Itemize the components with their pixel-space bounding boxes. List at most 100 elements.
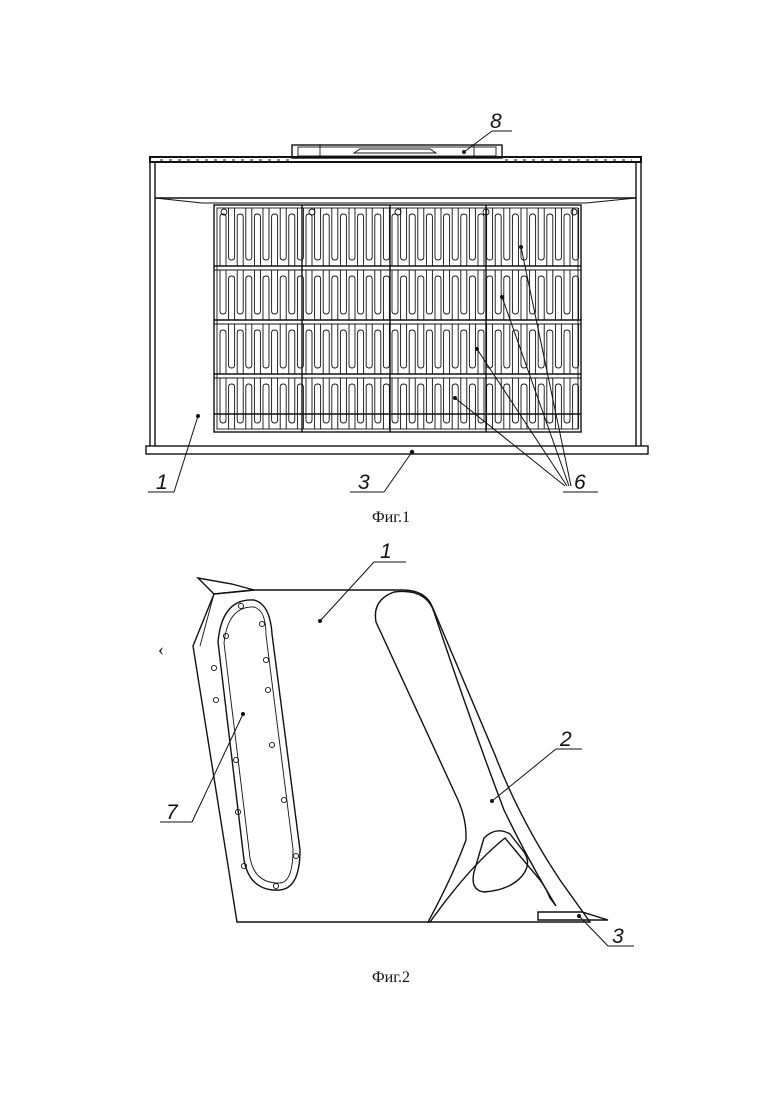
grid-slat: [504, 276, 510, 320]
grid-slat: [383, 208, 389, 260]
grid-slat: [358, 270, 364, 314]
grid-slat: [375, 330, 381, 374]
grid-slat: [564, 270, 570, 314]
grid-slat: [435, 384, 441, 429]
slot-bolt: [281, 797, 286, 802]
grid-slat: [547, 270, 553, 314]
callout-2: 2: [559, 728, 572, 751]
grid-slat: [272, 330, 278, 374]
grid-slat: [289, 330, 295, 374]
grid-slat: [375, 270, 381, 314]
grid-slat: [392, 378, 398, 423]
slot-bolt: [265, 687, 270, 692]
grid-slat: [469, 276, 475, 320]
grid-slat: [495, 270, 501, 314]
grid-slat: [340, 270, 346, 314]
grid-slat: [375, 214, 381, 266]
grid-slat: [237, 378, 243, 423]
grid-slat: [461, 214, 467, 266]
grid-slat: [547, 330, 553, 374]
grid-slats: [220, 205, 579, 432]
grid-slat: [504, 324, 510, 368]
grid-slat: [478, 214, 484, 266]
grid-slat: [530, 214, 536, 266]
grid-slat: [315, 208, 321, 260]
grid-slat: [263, 324, 269, 368]
grid-slat: [323, 378, 329, 423]
grid-slat: [375, 378, 381, 423]
grid-slat: [409, 214, 415, 266]
slot-bolt: [263, 657, 268, 662]
grid-slat: [280, 208, 286, 260]
grid-slat: [521, 324, 527, 368]
grid-slat: [461, 330, 467, 374]
grid-slat: [272, 270, 278, 314]
grid-slat: [409, 330, 415, 374]
grid-slat: [332, 276, 338, 320]
grid-slat: [229, 384, 235, 429]
grid-slat: [358, 330, 364, 374]
grid-slat: [487, 324, 493, 368]
grid-slat: [332, 208, 338, 260]
grid-slat: [530, 330, 536, 374]
grid-slat: [418, 324, 424, 368]
bolt: [309, 209, 315, 215]
grid-slat: [366, 384, 372, 429]
grid-slat: [263, 276, 269, 320]
grid-slat: [521, 276, 527, 320]
grid-slat: [469, 384, 475, 429]
grid-slat: [461, 270, 467, 314]
grid-slat: [555, 208, 561, 260]
grid-slat: [246, 324, 252, 368]
grid-slat: [452, 384, 458, 429]
slot-bolt: [223, 633, 228, 638]
grid-slat: [254, 378, 260, 423]
grid-slat: [349, 324, 355, 368]
grid-slat: [272, 214, 278, 266]
grid-slat: [366, 208, 372, 260]
grid-slat: [229, 324, 235, 368]
grid-slat: [564, 330, 570, 374]
grid-slat: [323, 330, 329, 374]
margin-mark: ‹: [158, 639, 164, 659]
grid-slat: [401, 208, 407, 260]
grid-slat: [392, 214, 398, 266]
elongated-slot-inner: [224, 607, 293, 883]
grid-slat: [418, 276, 424, 320]
grid-slat: [289, 270, 295, 314]
grid-slat: [418, 384, 424, 429]
grid-slat: [349, 276, 355, 320]
callout-1: 1: [156, 471, 168, 494]
grid-slat: [444, 378, 450, 423]
grid-slat: [332, 384, 338, 429]
side-plate: [193, 590, 590, 922]
grid-slat: [512, 330, 518, 374]
grid-slat: [426, 214, 432, 266]
grid-slat: [340, 378, 346, 423]
grid-slat: [487, 276, 493, 320]
grid-slat: [220, 330, 226, 374]
grid-slat: [280, 324, 286, 368]
callout-8: 8: [490, 110, 502, 133]
grid-slat: [487, 384, 493, 429]
grid-slat: [469, 324, 475, 368]
grid-slat: [306, 378, 312, 423]
grid-slat: [349, 208, 355, 260]
grid-slat: [452, 208, 458, 260]
grid-slat: [401, 276, 407, 320]
grid-slat: [220, 378, 226, 423]
grid-slat: [435, 324, 441, 368]
grid-slat: [547, 214, 553, 266]
grid-slat: [366, 276, 372, 320]
figure-1-caption: Фиг.1: [372, 509, 410, 526]
grid-slat: [435, 208, 441, 260]
grid-slat: [280, 384, 286, 429]
grid-slat: [246, 384, 252, 429]
figure-2: ‹: [158, 540, 634, 986]
grid-slat: [392, 330, 398, 374]
grid-slat: [444, 270, 450, 314]
grid-slat: [358, 214, 364, 266]
curved-cutout: [375, 591, 556, 922]
grid-slat: [538, 208, 544, 260]
